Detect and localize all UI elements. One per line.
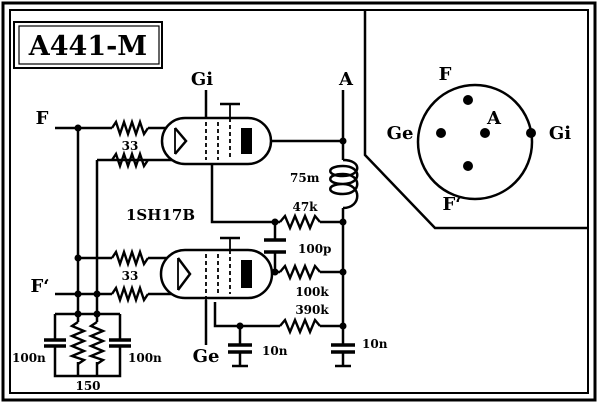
label-F: F bbox=[36, 108, 49, 129]
value-r-47k: 47k bbox=[292, 200, 318, 214]
resistor-150-left bbox=[68, 321, 88, 365]
value-c-100p: 100p bbox=[298, 242, 331, 256]
label-A: A bbox=[338, 69, 354, 90]
label-Ge: Ge bbox=[193, 346, 220, 367]
value-r-100k: 100k bbox=[295, 285, 329, 299]
pinout-panel-border bbox=[363, 10, 588, 230]
title-box: A441-M bbox=[13, 21, 163, 69]
junction-dots bbox=[74, 124, 347, 330]
value-c-10n-left: 10n bbox=[262, 344, 288, 358]
pinout-label-Gi: Gi bbox=[549, 123, 571, 144]
tube-bottom bbox=[159, 248, 274, 300]
pinout-socket: F A Ge Gi F‘ bbox=[387, 64, 572, 215]
value-r-390k: 390k bbox=[295, 303, 329, 317]
resistor-33-lower-bottom bbox=[111, 284, 149, 304]
label-F-prime: F‘ bbox=[30, 276, 49, 297]
capacitor-10n-right bbox=[331, 343, 355, 368]
tube-type-label: 1SH17B bbox=[126, 206, 195, 224]
value-c-100n-left: 100n bbox=[12, 351, 46, 365]
value-inductor: 75m bbox=[290, 171, 320, 185]
value-r-33-bottom: 33 bbox=[122, 269, 139, 283]
value-c-10n-right: 10n bbox=[362, 337, 388, 351]
pin-F bbox=[463, 95, 473, 105]
pinout-label-F-prime: F‘ bbox=[442, 194, 461, 215]
value-c-100n-right: 100n bbox=[128, 351, 162, 365]
resistor-33-bottom-left bbox=[111, 150, 149, 170]
resistor-150-right bbox=[87, 321, 107, 365]
pinout-label-F: F bbox=[439, 64, 452, 85]
inner-frame bbox=[9, 9, 589, 394]
pin-F-prime bbox=[463, 161, 473, 171]
pin-A bbox=[480, 128, 490, 138]
resistor-33-lower-top bbox=[111, 248, 149, 268]
capacitor-10n-left bbox=[228, 343, 252, 368]
value-r-150: 150 bbox=[75, 379, 100, 393]
capacitor-100n-right bbox=[109, 338, 131, 348]
resistor-390k bbox=[279, 316, 321, 336]
label-Gi: Gi bbox=[191, 69, 213, 90]
value-r-33-top: 33 bbox=[122, 139, 139, 153]
capacitor-100n-left bbox=[44, 338, 66, 348]
capacitor-100p bbox=[264, 238, 286, 254]
resistor-33-top bbox=[111, 118, 149, 138]
pinout-label-A: A bbox=[486, 108, 502, 129]
tube-top bbox=[160, 116, 273, 166]
pinout-label-Ge: Ge bbox=[387, 123, 414, 144]
title-text: A441-M bbox=[28, 31, 147, 62]
pin-Gi bbox=[526, 128, 536, 138]
resistor-47k bbox=[279, 212, 321, 232]
resistor-100k bbox=[279, 262, 321, 282]
pin-Ge bbox=[436, 128, 446, 138]
inductor-75m bbox=[329, 158, 359, 210]
